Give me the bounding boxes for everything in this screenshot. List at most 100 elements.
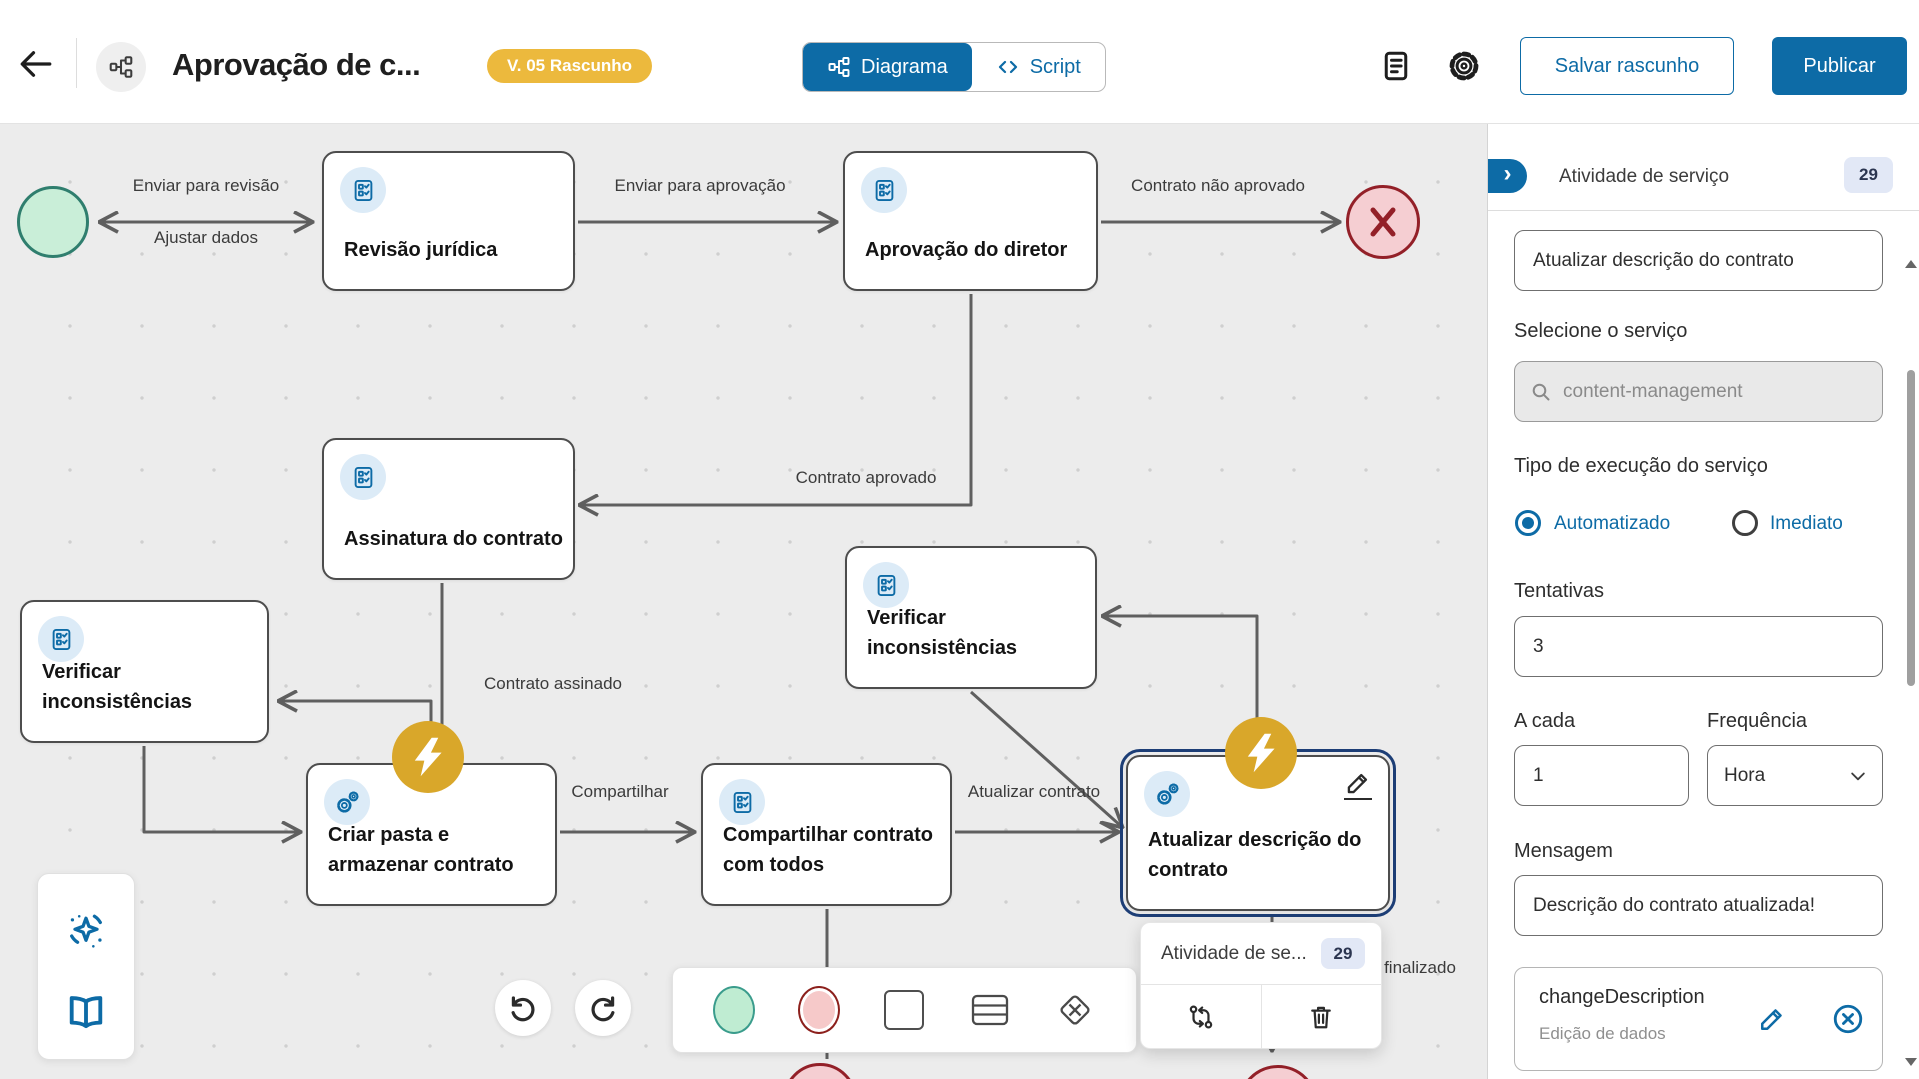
x-icon [1370, 207, 1396, 237]
document-log-icon[interactable] [1378, 48, 1414, 84]
save-draft-button[interactable]: Salvar rascunho [1520, 37, 1734, 95]
popup-node-type: Atividade de se... [1161, 942, 1307, 964]
view-toggle: Diagrama Script [802, 42, 1106, 92]
node-check-inconsistencies-right[interactable]: Verificar inconsistências [845, 546, 1097, 689]
popup-count-badge: 29 [1321, 938, 1365, 969]
end-event-tool[interactable] [789, 978, 850, 1042]
node-check-inconsistencies-left[interactable]: Verificar inconsistências [20, 600, 269, 743]
user-task-icon [340, 167, 386, 213]
change-connections-button[interactable] [1141, 985, 1261, 1049]
sidebar-scrollbar[interactable] [1907, 370, 1915, 686]
attempts-label: Tentativas [1514, 580, 1605, 602]
version-badge: V. 05 Rascunho [487, 49, 653, 83]
chevron-down-icon [1851, 772, 1865, 780]
radio-automated-label[interactable]: Automatizado [1554, 513, 1671, 534]
automation-bolt-icon[interactable] [1225, 717, 1297, 789]
collapse-panel-chevron-icon[interactable]: › [1488, 159, 1527, 193]
service-task-icon [1144, 771, 1190, 817]
service-action-card: changeDescription Edição de dados [1514, 967, 1883, 1071]
edge-label: Enviar para revisão [132, 176, 280, 195]
gateway-x-icon [1060, 995, 1090, 1025]
every-input[interactable] [1514, 745, 1689, 806]
edge-label: Enviar para aprovação [614, 176, 786, 195]
gateway-tool[interactable] [1045, 978, 1106, 1042]
radio-immediate[interactable] [1732, 510, 1758, 536]
service-search-field[interactable] [1514, 361, 1883, 422]
settings-gear-icon[interactable] [1446, 48, 1482, 84]
popup-header: Atividade de se... 29 [1141, 923, 1381, 985]
undo-button[interactable] [495, 980, 551, 1036]
every-label: A cada [1514, 710, 1576, 732]
node-update-description[interactable]: Atualizar descrição do contrato [1120, 749, 1396, 917]
node-title: Atualizar descrição do contrato [1148, 829, 1362, 881]
shape-palette [672, 967, 1137, 1053]
node-legal-review[interactable]: Revisão jurídica [322, 151, 575, 291]
service-search-input[interactable] [1563, 380, 1853, 403]
panel-title: Atividade de serviço [1559, 166, 1730, 187]
subprocess-tool[interactable] [959, 978, 1020, 1042]
node-title: Verificar inconsistências [42, 661, 193, 713]
start-event-shape-icon [712, 986, 755, 1034]
ai-sparkle-icon[interactable] [64, 910, 108, 954]
activity-name-input[interactable] [1514, 230, 1883, 291]
edge-label: Contrato não aprovado [1131, 176, 1305, 195]
user-task-icon [38, 616, 84, 662]
node-title: Verificar inconsistências [867, 607, 1018, 659]
user-task-icon [340, 454, 386, 500]
frequency-select[interactable]: Hora [1707, 745, 1883, 806]
diagram-icon [827, 55, 851, 79]
scroll-up-arrow[interactable] [1905, 260, 1917, 268]
service-label: Selecione o serviço [1514, 320, 1688, 342]
frequency-selected-value: Hora [1724, 764, 1766, 786]
node-title: Criar pasta e armazenar contrato [328, 824, 514, 876]
radio-immediate-label[interactable]: Imediato [1770, 513, 1843, 534]
canvas-side-panel [37, 873, 135, 1060]
edit-action-pencil-icon[interactable] [1757, 1004, 1787, 1034]
attempts-input[interactable] [1514, 616, 1883, 677]
node-director-approval[interactable]: Aprovação do diretor [843, 151, 1098, 291]
scroll-down-arrow[interactable] [1905, 1058, 1917, 1066]
top-header: Aprovação de c... V. 05 Rascunho Diagram… [0, 0, 1919, 124]
properties-sidebar: › Atividade de serviço 29 Selecione o se… [1487, 124, 1919, 1079]
radio-automated[interactable] [1515, 510, 1541, 536]
service-task-icon [324, 779, 370, 825]
node-title: Aprovação do diretor [865, 239, 1068, 261]
action-name: changeDescription [1539, 986, 1705, 1008]
user-task-icon [861, 167, 907, 213]
execution-type-label: Tipo de execução do serviço [1514, 455, 1768, 477]
popup-actions [1141, 985, 1381, 1049]
task-shape-icon [884, 990, 925, 1030]
publish-button[interactable]: Publicar [1772, 37, 1907, 95]
panel-count-badge: 29 [1844, 157, 1893, 193]
edge-label: Compartilhar [571, 782, 669, 801]
page-title: Aprovação de c... [172, 47, 421, 82]
code-icon [998, 60, 1017, 74]
node-contract-signature[interactable]: Assinatura do contrato [322, 438, 575, 580]
edge-label: Ajustar dados [154, 228, 258, 247]
action-subtitle: Edição de dados [1539, 1024, 1666, 1043]
task-tool[interactable] [874, 978, 935, 1042]
remove-action-x-icon[interactable] [1831, 1002, 1865, 1036]
redo-button[interactable] [575, 980, 631, 1036]
edit-pencil-icon[interactable] [1344, 769, 1372, 800]
node-title: Revisão jurídica [344, 239, 498, 261]
header-divider [76, 38, 77, 88]
subprocess-icon [971, 994, 1009, 1026]
automation-bolt-icon[interactable] [392, 721, 464, 793]
tab-diagram[interactable]: Diagrama [803, 43, 972, 91]
node-share-contract[interactable]: Compartilhar contrato com todos [701, 763, 952, 906]
node-title: Compartilhar contrato com todos [723, 824, 934, 876]
user-task-icon [719, 779, 765, 825]
diagram-canvas[interactable]: Enviar para revisão Ajustar dados Enviar… [0, 124, 1487, 1079]
message-input[interactable] [1514, 875, 1883, 936]
delete-node-button[interactable] [1260, 985, 1382, 1049]
search-icon [1532, 383, 1550, 400]
back-arrow-icon[interactable] [16, 44, 56, 84]
start-event-tool[interactable] [703, 978, 764, 1042]
start-event[interactable] [17, 186, 89, 258]
edge-label: Atualizar contrato [967, 782, 1101, 801]
tab-script[interactable]: Script [972, 43, 1105, 91]
documentation-book-icon[interactable] [64, 990, 108, 1034]
end-event[interactable] [1346, 185, 1420, 259]
